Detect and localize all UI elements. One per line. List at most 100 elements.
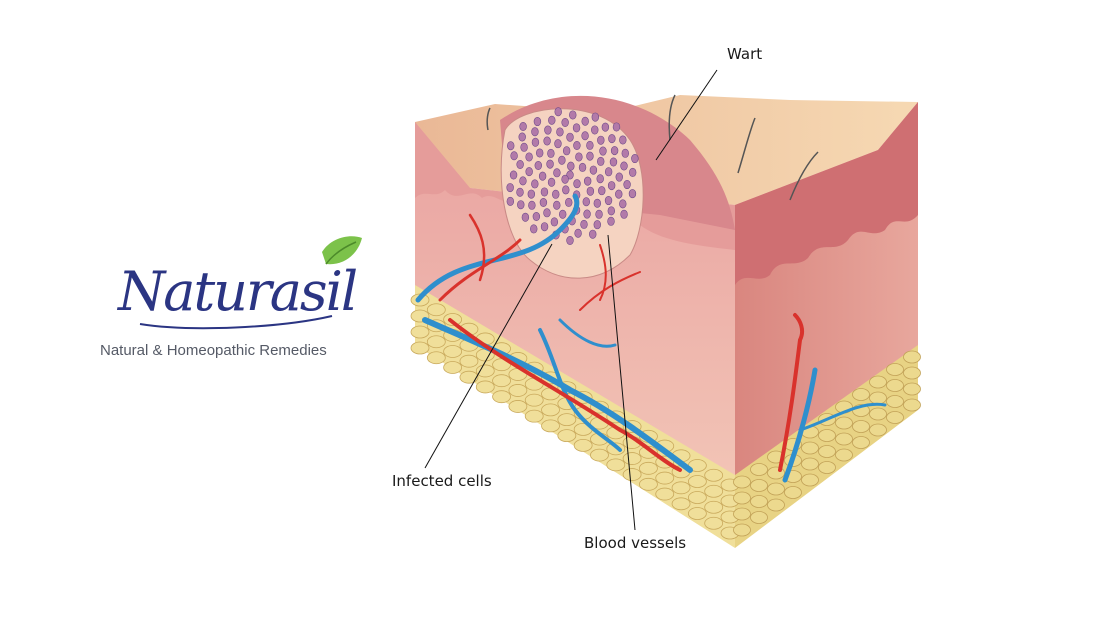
fat-cell [784, 486, 802, 499]
infected-cell [517, 200, 525, 210]
fat-cell [687, 491, 707, 504]
infected-cell [562, 185, 570, 195]
fat-cell [639, 445, 658, 459]
fat-cell [590, 448, 609, 462]
infected-cell [604, 196, 613, 206]
infected-cell [519, 176, 527, 186]
infected-cell [593, 198, 602, 208]
infected-cell [531, 137, 540, 147]
infected-cell [547, 177, 556, 187]
infected-cell [530, 224, 538, 234]
infected-cell [506, 196, 515, 206]
infected-cell [608, 134, 616, 144]
infected-cell [607, 216, 615, 226]
fat-cell [750, 479, 768, 492]
infected-cell [572, 123, 581, 133]
infected-cell [596, 174, 604, 184]
infected-cell [507, 141, 515, 151]
infected-cell [581, 131, 589, 141]
infected-cell [612, 122, 621, 132]
infected-cell [525, 152, 533, 162]
infected-cell [554, 139, 562, 149]
infected-cells [506, 107, 639, 245]
infected-cell [628, 189, 637, 199]
infected-cell [583, 209, 591, 219]
fat-cell [704, 516, 724, 530]
fat-cell [541, 403, 560, 417]
fat-cell [671, 497, 691, 511]
fat-cell [733, 523, 751, 537]
fat-cell [750, 511, 768, 524]
fat-cell [886, 363, 904, 376]
hairs [486, 94, 819, 201]
brand-tagline: Natural & Homeopathic Remedies [100, 342, 327, 359]
fat-cell [639, 477, 658, 491]
fat-cell [852, 388, 870, 401]
infected-cell [510, 151, 518, 161]
infected-cell [597, 156, 605, 166]
fat-cell [767, 482, 785, 496]
infected-cell [516, 160, 524, 170]
fat-cell [818, 461, 836, 474]
fat-cell [687, 475, 707, 488]
fat-cell [801, 473, 819, 487]
infected-cell [525, 167, 533, 177]
infected-cell [607, 181, 616, 191]
infected-cell [631, 154, 639, 164]
infected-cell [532, 212, 541, 222]
infected-cell [591, 125, 599, 135]
infected-cell [538, 171, 547, 181]
infected-cell [553, 200, 561, 210]
fat-cell [818, 445, 836, 458]
infected-cell [519, 122, 527, 132]
infected-cell [573, 141, 581, 151]
infected-cell [548, 115, 556, 125]
fat-cell [852, 436, 870, 449]
infected-cell [607, 206, 616, 216]
fat-cell [869, 391, 887, 405]
infected-cell [540, 187, 549, 197]
infected-cell [574, 228, 582, 238]
fat-cell [655, 471, 675, 485]
fat-cell [639, 461, 658, 475]
fat-cell [903, 382, 921, 396]
infected-cell [553, 168, 561, 178]
fat-cell [443, 361, 463, 374]
infected-cell [506, 183, 514, 193]
fat-cell [903, 366, 921, 380]
fat-cell [750, 463, 768, 476]
infected-cell [540, 222, 549, 232]
fat-cell [426, 303, 446, 317]
infected-cell [589, 229, 597, 239]
fat-cell [671, 481, 691, 495]
infected-cell [516, 187, 524, 197]
fat-cell [410, 325, 430, 339]
infected-cell [569, 110, 577, 120]
infected-cell [575, 152, 583, 162]
infected-cell [586, 151, 594, 161]
infected-cell [562, 146, 571, 156]
infected-cell [578, 162, 587, 172]
infected-cell [546, 159, 554, 169]
infected-cell [520, 142, 528, 152]
infected-cell [561, 174, 569, 184]
fat-cell [541, 419, 560, 433]
blood-vessels-label: Blood vessels [584, 534, 687, 552]
infected-cell [615, 189, 623, 199]
infected-cell [620, 209, 628, 219]
infected-cell [580, 219, 588, 229]
fat-cell [508, 384, 528, 397]
infected-cell [566, 235, 574, 245]
infected-cells-label: Infected cells [392, 472, 492, 490]
fat-cell [475, 364, 495, 378]
fat-cell [835, 416, 853, 430]
fat-cell [733, 491, 751, 505]
infected-cell [615, 172, 623, 182]
infected-cell [527, 189, 536, 199]
fat-cell [459, 354, 479, 368]
fat-cell [492, 374, 511, 388]
fat-cell [622, 468, 642, 481]
infected-cell [604, 167, 613, 177]
infected-cell [593, 220, 601, 230]
fat-cell [524, 393, 544, 407]
